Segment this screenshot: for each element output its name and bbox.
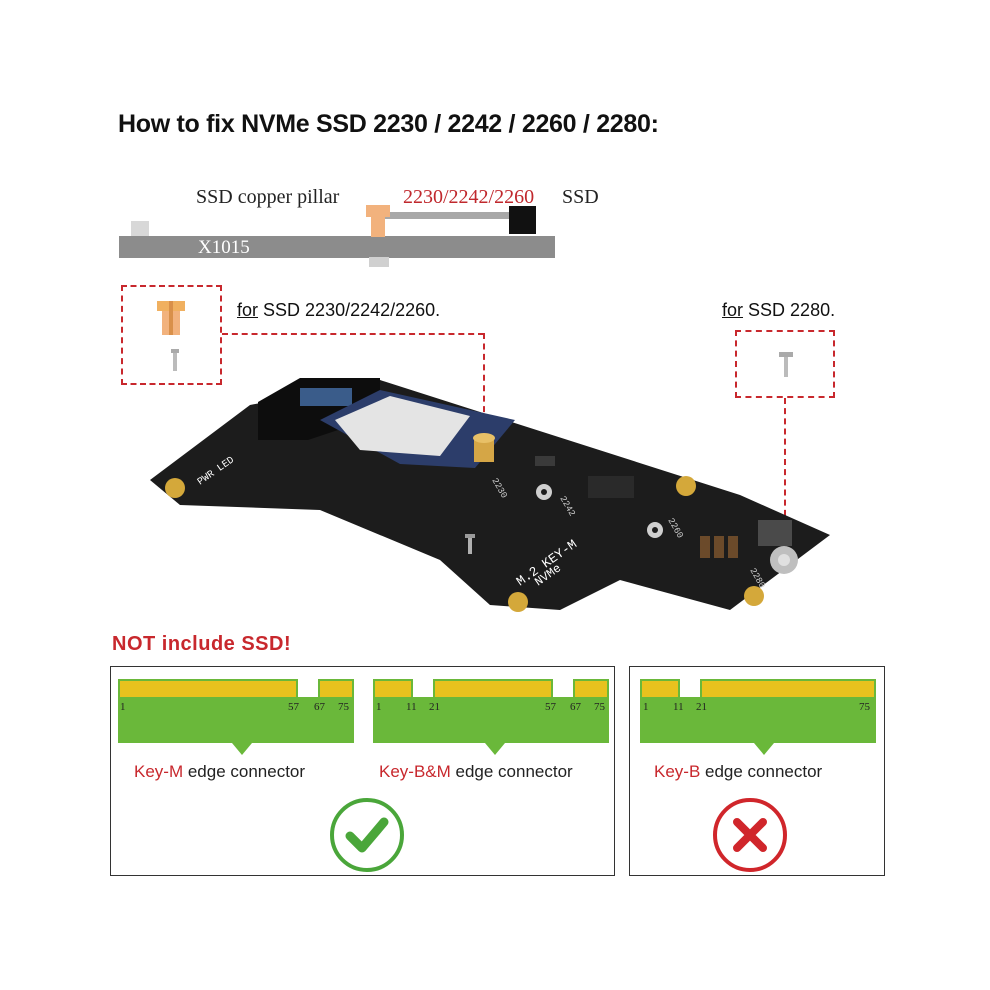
ssd-cross-section xyxy=(385,212,513,219)
not-included-warning: NOT include SSD! xyxy=(112,633,292,655)
board-label: X1015 xyxy=(198,237,250,258)
page-title: How to fix NVMe SSD 2230 / 2242 / 2260 /… xyxy=(118,110,659,138)
leader-line-v-left xyxy=(483,333,485,433)
ssd-sizes-label: 2230/2242/2260 xyxy=(403,186,535,208)
pin-label: 11 xyxy=(673,701,684,713)
cross-mark-icon xyxy=(713,798,787,872)
copper-pillar-label: SSD copper pillar xyxy=(196,186,340,208)
pin-label: 67 xyxy=(314,701,325,713)
pin-label: 1 xyxy=(376,701,382,713)
ssd-label: SSD xyxy=(562,186,599,208)
pcb-illustration: M.2 KEY-M NVMe PWR LED 2230 2242 2260 22… xyxy=(150,378,830,612)
note-short-ssd: for SSD 2230/2242/2260. xyxy=(237,300,441,320)
pin-label: 75 xyxy=(338,701,349,713)
pin-label: 21 xyxy=(429,701,440,713)
pin-label: 75 xyxy=(859,701,870,713)
copper-pillar-icon xyxy=(157,301,185,371)
screw-icon xyxy=(779,352,793,377)
callout-box-2280 xyxy=(735,330,835,398)
pin-label: 57 xyxy=(545,701,556,713)
pin-label: 21 xyxy=(696,701,707,713)
standoff-left xyxy=(131,221,149,237)
key-bm-connector xyxy=(373,679,609,755)
pin-label: 11 xyxy=(406,701,417,713)
pin-label: 57 xyxy=(288,701,299,713)
key-m-label: Key-M edge connector xyxy=(134,762,306,781)
pin-label: 1 xyxy=(120,701,126,713)
pin-label: 67 xyxy=(570,701,581,713)
key-m-connector xyxy=(118,679,354,755)
key-b-connector xyxy=(640,679,876,755)
pin-label: 75 xyxy=(594,701,605,713)
leader-line-h-left xyxy=(222,333,484,335)
board-cross-section xyxy=(119,236,555,258)
note-2280-ssd: for SSD 2280. xyxy=(722,300,836,320)
key-bm-label: Key-B&M edge connector xyxy=(379,762,573,781)
copper-pillar-head xyxy=(366,205,390,217)
ssd-chip xyxy=(509,206,536,234)
copper-pillar-body xyxy=(371,217,385,237)
check-mark-icon xyxy=(330,798,404,872)
pin-label: 1 xyxy=(643,701,649,713)
leader-line-v-right xyxy=(784,398,786,526)
callout-box-short-ssd xyxy=(121,285,222,385)
key-b-label: Key-B edge connector xyxy=(654,762,823,781)
pillar-screw xyxy=(369,257,389,267)
